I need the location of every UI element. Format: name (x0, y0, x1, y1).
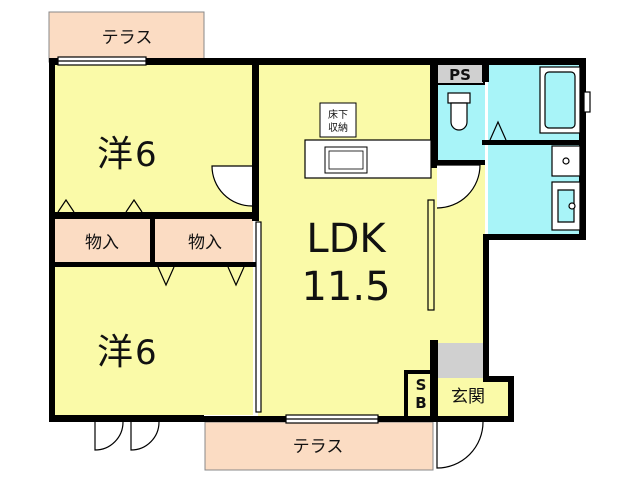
ldk-size: 11.5 (301, 264, 390, 310)
closet-left (53, 219, 153, 263)
closet-right-label: 物入 (188, 233, 222, 253)
washing-machine-icon (551, 145, 581, 177)
western-room-top-name: 洋 (97, 134, 133, 175)
windows (57, 56, 591, 424)
underfloor-storage-label-line1: 床下 (328, 108, 348, 121)
terrace-top-label: テラス (102, 28, 153, 48)
terrace-bottom-label: テラス (293, 437, 344, 457)
bathtub-icon (539, 66, 581, 134)
entrance-step (438, 378, 508, 421)
ldk-name: LDK (306, 216, 387, 262)
kitchen-counter (304, 102, 432, 179)
wash-basin-icon (551, 181, 581, 231)
pipe-space-label: PS (449, 66, 471, 84)
western-room-bottom-name: 洋 (97, 332, 133, 373)
shoe-box-label-bottom: B (415, 394, 426, 412)
terrace-top (48, 11, 205, 63)
terrace-bottom (204, 421, 434, 471)
toilet-icon (447, 92, 471, 131)
doors (57, 120, 507, 469)
underfloor-storage-label-line2: 収納 (328, 121, 348, 134)
closet-right (155, 219, 253, 263)
shoe-box-label-top: S (416, 376, 427, 394)
entrance-label: 玄関 (451, 387, 485, 407)
western-room-top-size: 6 (135, 135, 157, 175)
western-room-bottom-size: 6 (135, 333, 157, 373)
western-room-bottom (53, 264, 253, 415)
western-room-top (53, 64, 253, 217)
closet-left-label: 物入 (85, 233, 119, 253)
